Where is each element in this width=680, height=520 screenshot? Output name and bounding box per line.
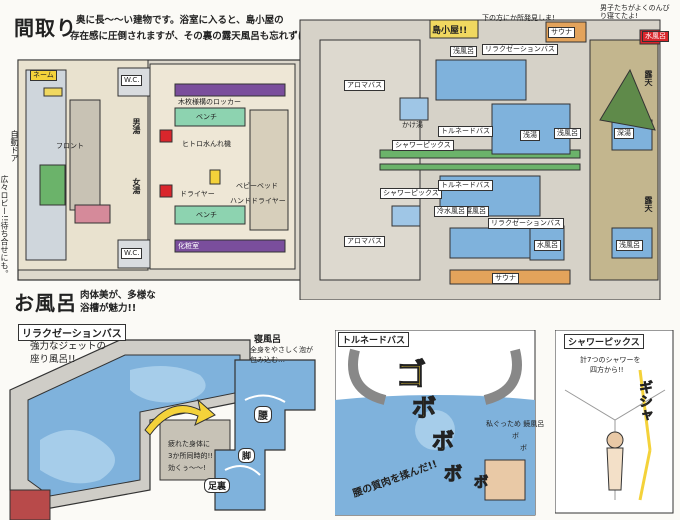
- aroma-bottom-label: アロマバス: [344, 236, 385, 247]
- baby-bed-label: ベビーベッド: [236, 182, 278, 190]
- tornado-note-1: ボ: [512, 432, 519, 440]
- locker-label: 木枚様構のロッカー: [178, 98, 241, 106]
- ashiura-label: 足裏: [204, 478, 231, 493]
- makeup-room-label: 化粧室: [178, 242, 199, 250]
- floorplan-drawing: [17, 19, 661, 300]
- mens-note: 男子たちがよくのんびり寝てたよ!: [600, 4, 670, 20]
- baths-subtitle-1: 肉体美が、多様な: [80, 290, 156, 301]
- bench-top-label: ベンチ: [196, 113, 217, 121]
- relax-desc-1: 強力なジェットの: [30, 341, 107, 352]
- dryer-label: ドライヤー: [180, 190, 215, 198]
- deep-bath-label: 深湯: [614, 128, 634, 139]
- body-note-1: 疲れた身体に: [168, 440, 210, 448]
- rotenburo-2-label: 露天: [644, 196, 653, 212]
- shower-bottom-label: シャワーピックス: [380, 188, 442, 199]
- name-sign-label: ネーム: [30, 70, 57, 81]
- bench-bottom-label: ベンチ: [196, 211, 217, 219]
- hand-dryer-label: ハンドドライヤー: [230, 197, 286, 205]
- sfx-bo-1: ボ: [412, 394, 437, 423]
- ashi-label: 脚: [238, 448, 256, 463]
- baths-subtitle-2: 浴槽が魅力!!: [80, 303, 137, 314]
- tornado-top-label: トルネードバス: [438, 126, 493, 137]
- sfx-go: ゴ: [396, 358, 427, 394]
- lobby-note: 広々ロビー!!待ち合せにも。: [0, 175, 9, 278]
- shower-top-label: シャワーピックス: [392, 140, 454, 151]
- floorplan-title: 間取り: [14, 16, 77, 40]
- water-bath-label: 水風呂: [534, 240, 561, 251]
- koshi-label: 腰: [254, 406, 272, 423]
- wc-bottom-label: W.C.: [121, 248, 143, 259]
- hot-bath-2-label: 浅風呂: [554, 128, 581, 139]
- shower-drawing: [555, 330, 674, 514]
- water-note-label: 水風呂: [642, 31, 669, 42]
- relax-bottom-label: リラクゼーションバス: [488, 218, 564, 229]
- sfx-bo-2: ボ: [431, 430, 455, 456]
- intro-line-2: 存在感に圧倒されますが、その裏の露天風呂も忘れずに!: [70, 31, 312, 42]
- tornado-bath-drawing: [335, 330, 536, 516]
- sfx-bo-3: ボ: [444, 464, 463, 486]
- wc-top-label: W.C.: [121, 75, 143, 86]
- sfx-bo-4: ボ: [474, 475, 489, 492]
- mens-bath-label: 男湯: [132, 118, 141, 134]
- aroma-top-label: アロマバス: [344, 80, 385, 91]
- hot-bath-3-label: 浅風呂: [616, 240, 643, 251]
- sauna-top-label: サウナ: [548, 27, 575, 38]
- intro-line-1: 奥に長〜〜い建物です。浴室に入ると、島小屋の: [76, 15, 284, 26]
- shimagoya-label: 島小屋!!: [432, 26, 468, 36]
- cold-water-label: 冷水風呂: [434, 206, 468, 217]
- relax-desc-2: 座り風呂!!: [30, 354, 76, 365]
- arrow-icon: [144, 398, 216, 436]
- baths-title: お風呂: [14, 291, 77, 315]
- womens-bath-label: 女湯: [132, 178, 141, 194]
- shimagoya-note: 下の方にか所発見しま!: [482, 14, 555, 22]
- nebu-title: 寝風呂: [254, 335, 282, 345]
- kakeyu-label: かけ湯: [402, 121, 423, 129]
- nebu-desc-2: 包み込む…: [250, 356, 285, 364]
- shower-desc-1: 計7つのシャワーを: [580, 356, 641, 364]
- body-note-2: 3か所同時的!!: [168, 452, 214, 460]
- front-label: フロント: [56, 142, 84, 150]
- shower-panel-title: シャワーピックス: [564, 334, 644, 349]
- relax-top-label: リラクゼーションバス: [482, 44, 558, 55]
- rotenburo-1-label: 露天: [644, 70, 653, 86]
- nebu-desc-1: 全身をやさしく泡が: [250, 346, 313, 354]
- tornado-side-note: 私ぐっため 鏡風呂: [486, 420, 545, 428]
- person-note: ボ: [520, 444, 527, 452]
- shower-desc-2: 四方から!!: [590, 366, 624, 374]
- tornado-panel-title: トルネードバス: [338, 332, 410, 347]
- nebu-bath-drawing: [214, 359, 316, 511]
- shower-sfx: ギシャ: [637, 380, 654, 423]
- jacuzzi-label: 浅湯: [520, 130, 540, 141]
- relax-panel-title: リラクゼーションバス: [18, 324, 126, 341]
- tatami-label: ヒトロ水んれ機: [182, 140, 231, 148]
- sauna-bottom-label: サウナ: [492, 273, 519, 284]
- body-note-3: 効くぅ〜〜!: [168, 464, 206, 472]
- hot-bath-1-label: 浅風呂: [450, 46, 477, 57]
- tornado-bottom-label: トルネードバス: [438, 180, 493, 191]
- auto-door-label: 自動ドア: [10, 130, 19, 162]
